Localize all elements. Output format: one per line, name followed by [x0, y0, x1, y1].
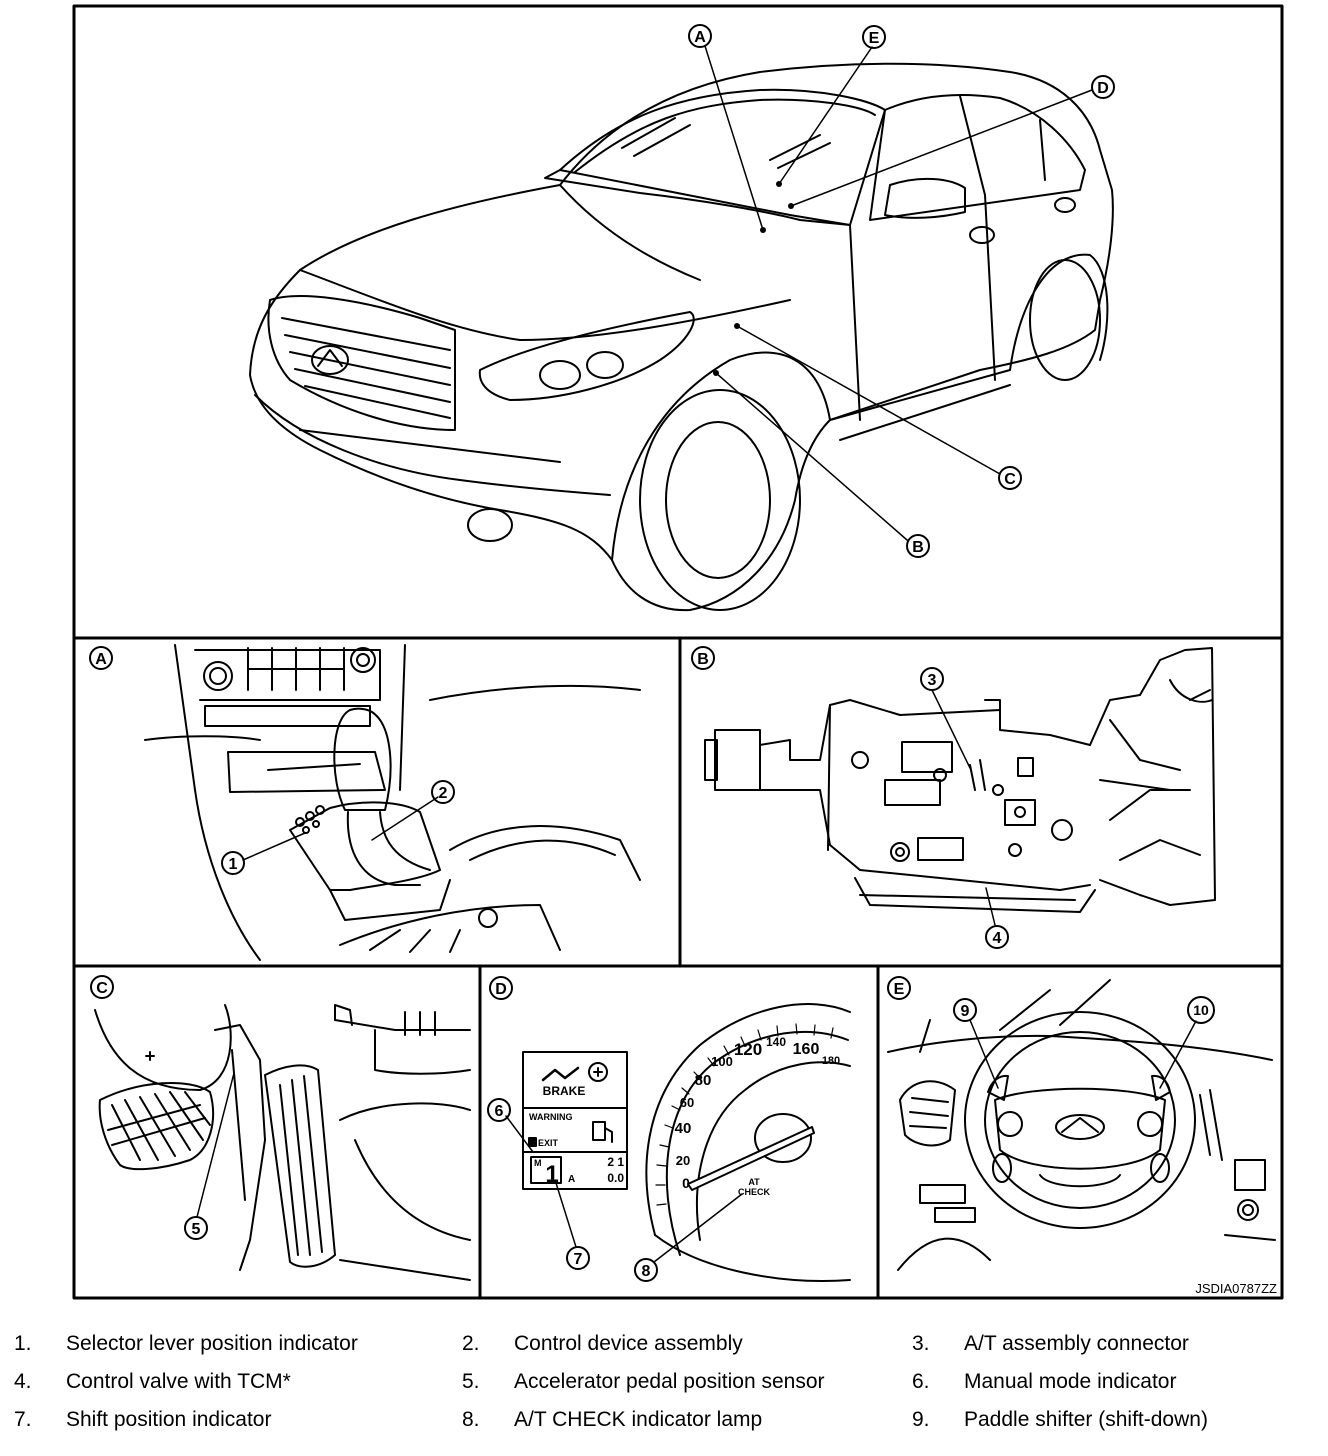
svg-text:A: A	[694, 29, 706, 46]
svg-text:8: 8	[642, 1263, 651, 1280]
legend-text: Accelerator pedal position sensor	[514, 1370, 825, 1393]
callout-6: 6	[487, 1098, 511, 1122]
svg-text:0: 0	[682, 1175, 690, 1191]
svg-text:A: A	[568, 1174, 575, 1185]
legend-num: 5.	[462, 1370, 480, 1393]
legend-text: Paddle shifter (shift-down)	[964, 1408, 1208, 1431]
svg-text:5: 5	[192, 1221, 201, 1238]
callout-8: 8	[634, 1258, 658, 1282]
svg-text:AT: AT	[748, 1177, 760, 1187]
callout-3: 3	[920, 667, 944, 691]
info-display	[522, 1051, 628, 1190]
legend-text: Control device assembly	[514, 1332, 743, 1355]
svg-text:3: 3	[928, 672, 937, 689]
svg-text:M: M	[534, 1158, 542, 1168]
svg-text:2 1: 2 1	[607, 1155, 624, 1169]
panel-E-leaders	[969, 1019, 1197, 1089]
callout-C-panel: C	[90, 975, 114, 999]
svg-text:20: 20	[676, 1153, 690, 1168]
svg-text:0.0: 0.0	[607, 1171, 624, 1185]
svg-text:EXIT: EXIT	[538, 1138, 559, 1148]
svg-text:CHECK: CHECK	[738, 1187, 771, 1197]
callout-10: 10	[1187, 996, 1215, 1024]
svg-text:6: 6	[495, 1103, 504, 1120]
svg-text:E: E	[894, 981, 905, 998]
svg-text:A: A	[95, 651, 107, 668]
callout-E-panel: E	[887, 976, 911, 1000]
svg-text:C: C	[96, 980, 108, 997]
svg-text:40: 40	[675, 1120, 692, 1137]
callout-D-vehicle: D	[1091, 75, 1115, 99]
panel-A-leaders	[242, 796, 439, 861]
svg-text:120: 120	[734, 1040, 762, 1059]
figure-frame	[72, 4, 1284, 1300]
callout-B-panel: B	[691, 646, 715, 670]
vehicle-illustration	[249, 62, 1114, 612]
svg-text:C: C	[1004, 471, 1016, 488]
svg-text:100: 100	[711, 1054, 733, 1069]
callout-D-panel: D	[489, 976, 513, 1000]
panel-A-console	[144, 644, 641, 961]
svg-text:4: 4	[993, 930, 1002, 947]
svg-text:1: 1	[545, 1161, 558, 1188]
legend-num: 1.	[14, 1332, 32, 1355]
panel-C-leaders	[196, 1072, 235, 1218]
callout-9: 9	[953, 998, 977, 1022]
legend-row: 1. Selector lever position indicator 2. …	[0, 1326, 1328, 1362]
callout-A-panel: A	[89, 646, 113, 670]
legend-text: Control valve with TCM*	[66, 1370, 291, 1393]
svg-text:9: 9	[961, 1003, 970, 1020]
callout-C-vehicle: C	[998, 466, 1022, 490]
svg-text:140: 140	[766, 1035, 786, 1049]
panel-E-steering	[887, 979, 1276, 1271]
legend-text: A/T CHECK indicator lamp	[514, 1408, 763, 1431]
legend-num: 8.	[462, 1408, 480, 1431]
legend-text: A/T assembly connector	[964, 1332, 1189, 1355]
legend-num: 4.	[14, 1370, 32, 1393]
callout-B-vehicle: B	[906, 534, 930, 558]
callout-E-vehicle: E	[862, 25, 886, 49]
legend-text: Selector lever position indicator	[66, 1332, 358, 1355]
callout-1: 1	[221, 851, 245, 875]
panel-B-leaders	[931, 689, 996, 926]
svg-text:D: D	[495, 981, 507, 998]
legend-num: 2.	[462, 1332, 480, 1355]
callout-4: 4	[985, 925, 1009, 949]
legend-row: 4. Control valve with TCM* 5. Accelerato…	[0, 1364, 1328, 1400]
svg-text:180: 180	[822, 1055, 840, 1067]
callout-2: 2	[431, 780, 455, 804]
callout-7: 7	[566, 1246, 590, 1270]
svg-text:1: 1	[229, 856, 238, 873]
legend-text: Shift position indicator	[66, 1408, 272, 1431]
svg-text:WARNING: WARNING	[529, 1112, 573, 1122]
svg-text:BRAKE: BRAKE	[543, 1084, 586, 1098]
svg-text:2: 2	[439, 785, 448, 802]
legend-row: 7. Shift position indicator 8. A/T CHECK…	[0, 1402, 1328, 1438]
panel-D-leaders	[505, 1115, 743, 1263]
leader-lines	[704, 45, 1093, 541]
component-location-diagram: A E D C B	[72, 4, 1284, 1300]
svg-text:80: 80	[695, 1072, 712, 1089]
panel-B-transmission	[704, 647, 1216, 913]
legend-text: Manual mode indicator	[964, 1370, 1177, 1393]
svg-text:E: E	[869, 30, 880, 47]
legend-num: 6.	[912, 1370, 930, 1393]
legend-num: 3.	[912, 1332, 930, 1355]
svg-text:D: D	[1097, 80, 1109, 97]
svg-text:160: 160	[793, 1041, 820, 1058]
callout-5: 5	[184, 1216, 208, 1240]
panel-D-cluster: BRAKE WARNING EXIT M 1 A 2 1 0.0 0 20 40…	[522, 1003, 851, 1282]
leader-dots	[713, 181, 794, 376]
svg-text:7: 7	[574, 1251, 583, 1268]
panel-C-pedals	[94, 1004, 471, 1281]
svg-text:B: B	[697, 651, 709, 668]
callout-A-vehicle: A	[688, 24, 712, 48]
figure-code: JSDIA0787ZZ	[1195, 1281, 1277, 1296]
legend-num: 7.	[14, 1408, 32, 1431]
legend-num: 9.	[912, 1408, 930, 1431]
legend: 1. Selector lever position indicator 2. …	[0, 1326, 1328, 1456]
svg-text:10: 10	[1193, 1002, 1209, 1018]
svg-text:60: 60	[680, 1095, 694, 1110]
svg-text:B: B	[912, 539, 924, 556]
